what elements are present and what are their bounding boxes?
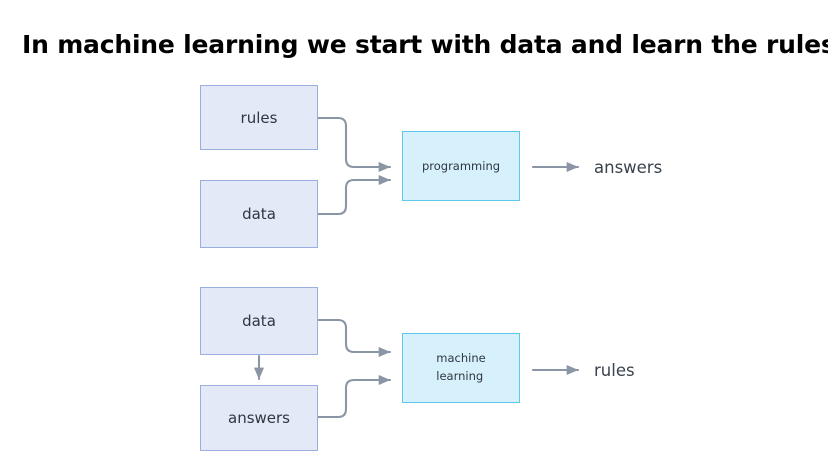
node-process-programming[interactable]: programming [402,131,520,201]
node-input-rules[interactable]: rules [200,85,318,150]
node-output-answers: answers [594,157,663,177]
machine-learning-label-line2: learning [436,369,484,383]
connector-rules-to-programming [316,116,392,173]
connector-data-to-programming [316,174,392,216]
page-title: In machine learning we start with data a… [22,30,828,59]
node-output-rules: rules [594,360,635,380]
node-process-machine-learning[interactable]: machine learning [402,333,520,403]
connector-data-to-machinelearning [316,318,392,358]
node-input-data-top[interactable]: data [200,180,318,248]
connector-answers-to-machinelearning [316,374,392,419]
machine-learning-label-block: machine learning [436,350,485,386]
node-input-answers[interactable]: answers [200,385,318,451]
node-input-data-bottom[interactable]: data [200,287,318,355]
machine-learning-label-line1: machine [436,351,486,366]
